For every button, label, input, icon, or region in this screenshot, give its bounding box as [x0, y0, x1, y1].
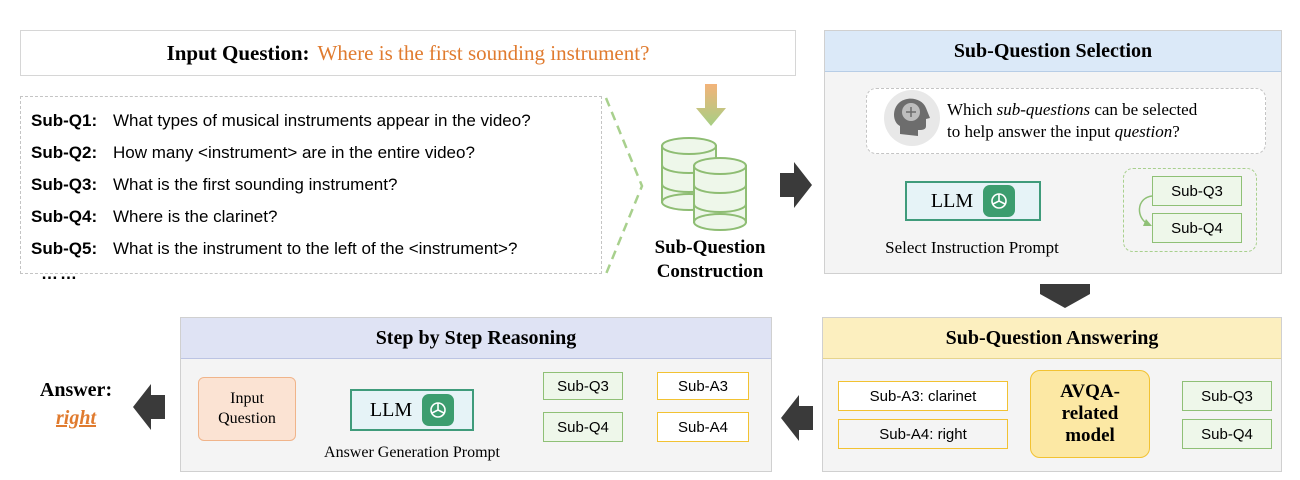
chatgpt-icon — [983, 185, 1016, 217]
dashed-chevron — [604, 97, 644, 275]
left-arrow-answer-icon — [133, 384, 165, 430]
sub-question-item: Sub-Q3: What is the first sounding instr… — [31, 169, 591, 201]
thought-line-2: to help answer the input question? — [947, 121, 1265, 143]
answering-input-sub-q4: Sub-Q4 — [1182, 419, 1272, 449]
selected-sub-q3: Sub-Q3 — [1152, 176, 1242, 206]
input-question-line: Input — [230, 390, 264, 407]
sub-question-text: Where is the clarinet? — [113, 207, 278, 226]
sub-question-text: How many <instrument> are in the entire … — [113, 143, 475, 162]
avqa-model-line: related — [1061, 403, 1119, 424]
sub-question-item: Sub-Q2: How many <instrument> are in the… — [31, 137, 591, 169]
thought-text: to help answer the input — [947, 122, 1115, 141]
thought-text: Which — [947, 100, 997, 119]
thought-emphasis: sub-questions — [996, 100, 1091, 119]
reasoning-panel-title: Step by Step Reasoning — [181, 318, 771, 359]
sub-question-tag: Sub-Q5: — [31, 239, 98, 258]
construction-label-line1: Sub-Question — [654, 237, 766, 258]
thought-text: ? — [1172, 122, 1180, 141]
right-arrow-icon — [780, 162, 812, 208]
database-icon — [661, 137, 747, 231]
selection-link-arrow — [1138, 195, 1153, 226]
reasoning-sub-q4: Sub-Q4 — [543, 412, 623, 442]
sub-question-item: Sub-Q4: Where is the clarinet? — [31, 201, 591, 233]
down-arrow-dark-icon — [1040, 284, 1090, 308]
sub-question-tag: Sub-Q3: — [31, 175, 98, 194]
llm-label: LLM — [930, 189, 974, 212]
reasoning-input-question-box: Input Question — [198, 377, 296, 441]
sub-question-list: Sub-Q1: What types of musical instrument… — [20, 96, 602, 283]
input-question-label: Input Question: — [166, 40, 310, 65]
construction-label-line2: Construction — [656, 261, 764, 282]
select-instruction-prompt: Select Instruction Prompt — [885, 238, 1059, 257]
reasoning-llm-box: LLM — [350, 389, 474, 431]
sub-question-tag: Sub-Q2: — [31, 143, 98, 162]
final-answer: Answer: right — [26, 376, 126, 432]
reasoning-sub-q3: Sub-Q3 — [543, 372, 623, 400]
avqa-model-line: model — [1065, 425, 1115, 446]
reasoning-sub-a4: Sub-A4 — [657, 412, 749, 442]
llm-label: LLM — [369, 398, 413, 421]
avqa-model-box: AVQA- related model — [1030, 370, 1150, 458]
left-arrow-icon — [781, 395, 813, 441]
sub-question-text: What is the instrument to the left of th… — [113, 239, 518, 258]
selected-sub-q4: Sub-Q4 — [1152, 213, 1242, 243]
sub-question-item: Sub-Q5: What is the instrument to the le… — [31, 233, 591, 265]
input-question-text: Where is the first sounding instrument? — [317, 40, 650, 65]
sub-question-tag: Sub-Q4: — [31, 207, 98, 226]
brain-head-icon — [884, 90, 940, 146]
answering-input-sub-q3: Sub-Q3 — [1182, 381, 1272, 411]
thought-text: can be selected — [1090, 100, 1198, 119]
answer-output-a4: Sub-A4: right — [838, 419, 1008, 449]
input-question-bar: Input Question: Where is the first sound… — [20, 30, 796, 76]
selected-sub-questions-group — [1123, 168, 1257, 252]
reasoning-sub-a3: Sub-A3 — [657, 372, 749, 400]
avqa-model-line: AVQA- — [1060, 381, 1120, 402]
sub-question-ellipsis: …… — [41, 264, 79, 283]
sub-question-item: Sub-Q1: What types of musical instrument… — [31, 105, 591, 137]
answer-output-a3: Sub-A3: clarinet — [838, 381, 1008, 411]
final-answer-label: Answer: — [39, 379, 113, 401]
sub-question-text: What is the first sounding instrument? — [113, 175, 398, 194]
down-arrow-icon — [696, 84, 726, 126]
selection-llm-box: LLM — [905, 181, 1041, 221]
final-answer-value: right — [55, 407, 97, 429]
thought-line-1: Which sub-questions can be selected — [947, 99, 1265, 121]
input-question-line: Question — [218, 410, 276, 427]
sub-question-text: What types of musical instruments appear… — [113, 111, 531, 130]
selection-panel-title: Sub-Question Selection — [825, 31, 1281, 72]
answer-generation-prompt: Answer Generation Prompt — [324, 444, 500, 461]
construction-label: Sub-Question Construction — [640, 236, 780, 284]
answering-panel-title: Sub-Question Answering — [823, 318, 1281, 359]
chatgpt-icon — [422, 394, 455, 426]
thought-emphasis: question — [1114, 122, 1173, 141]
sub-question-tag: Sub-Q1: — [31, 111, 98, 130]
